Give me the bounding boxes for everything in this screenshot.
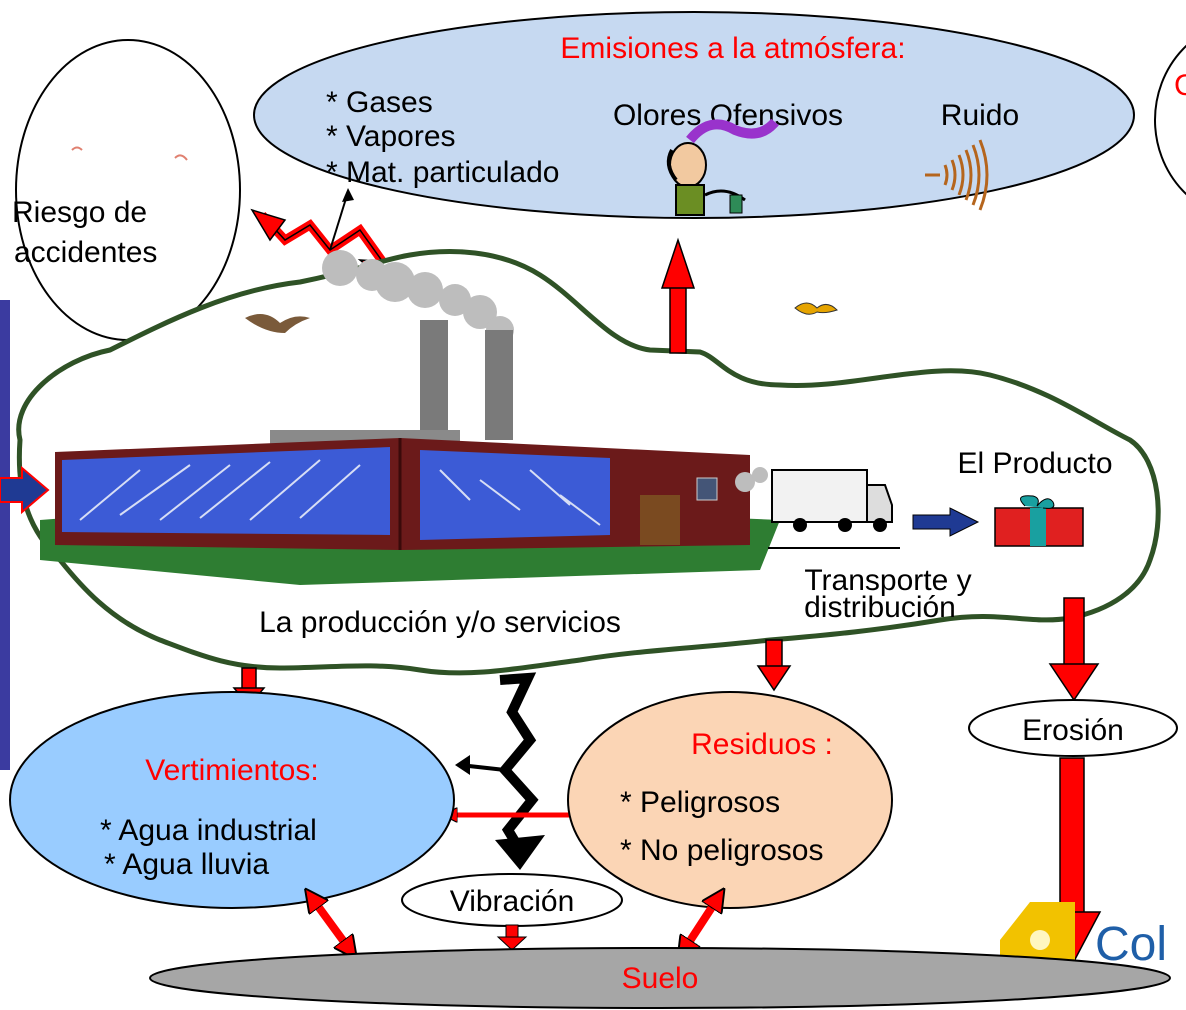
arrow-to-waste — [756, 639, 792, 692]
logo-text: Col — [1095, 918, 1167, 971]
erosion-label: Erosión — [1022, 714, 1124, 747]
vibration-label: Vibración — [450, 885, 575, 918]
effluents-item-industrial: * Agua industrial — [100, 814, 317, 847]
effluents-title: Vertimientos: — [145, 754, 318, 787]
arrow-to-erosion — [1048, 597, 1100, 702]
product-arrow — [912, 507, 980, 537]
input-arrow — [0, 465, 50, 515]
emissions-title: Emisiones a la atmósfera: — [560, 32, 905, 65]
effluents-ellipse: Vertimientos: * Agua industrial * Agua l… — [9, 691, 455, 909]
emissions-item-vapors: * Vapores — [326, 120, 456, 153]
arrow-to-emissions — [660, 237, 696, 354]
risk-ellipse: Riesgo de accidentes — [12, 39, 241, 341]
waste-item-nonhazardous: * No peligrosos — [620, 834, 823, 867]
waste-item-hazardous: * Peligrosos — [620, 786, 780, 819]
butterfly-icon — [794, 302, 838, 315]
odor-person-icon — [666, 118, 779, 216]
bird-icon — [245, 314, 310, 333]
soil-label: Suelo — [622, 962, 699, 995]
emissions-item-particulate: * Mat. particulado — [326, 156, 559, 189]
effluents-soil-arrow — [312, 898, 350, 950]
waste-title: Residuos : — [691, 728, 833, 761]
emissions-item-gases: * Gases — [326, 86, 433, 119]
colciencias-logo: Col — [1000, 902, 1167, 971]
effluents-item-rain: * Agua lluvia — [104, 848, 269, 881]
product-label: El Producto — [957, 447, 1112, 480]
risk-label-line1: Riesgo de — [12, 196, 147, 229]
transport-label-line1: Transporte y — [804, 564, 971, 597]
erosion-ellipse: Erosión — [968, 699, 1178, 757]
left-edge-bar — [0, 300, 10, 770]
vibration-soil-arrow — [496, 924, 528, 951]
transport-label-line2: distribución — [804, 591, 956, 624]
noise-waves-icon — [925, 139, 989, 211]
factory-illustration — [40, 320, 780, 585]
gift-box-icon — [994, 495, 1084, 547]
risk-label-line2: accidentes — [14, 236, 157, 269]
vibration-ellipse: Vibración — [401, 873, 623, 927]
waste-ellipse: Residuos : * Peligrosos * No peligrosos — [567, 691, 893, 909]
production-label: La producción y/o servicios — [259, 606, 621, 639]
truck-icon — [735, 467, 900, 549]
vibration-lightning-icon — [455, 672, 545, 870]
soil-ellipse: Suelo — [149, 947, 1171, 1009]
svg-text:C: C — [1174, 69, 1186, 102]
emissions-ellipse: Emisiones a la atmósfera: * Gases * Vapo… — [253, 11, 1135, 219]
noise-label: Ruido — [941, 99, 1019, 132]
waste-soil-arrow — [684, 898, 718, 950]
partial-ellipse-right: C — [1154, 44, 1186, 196]
